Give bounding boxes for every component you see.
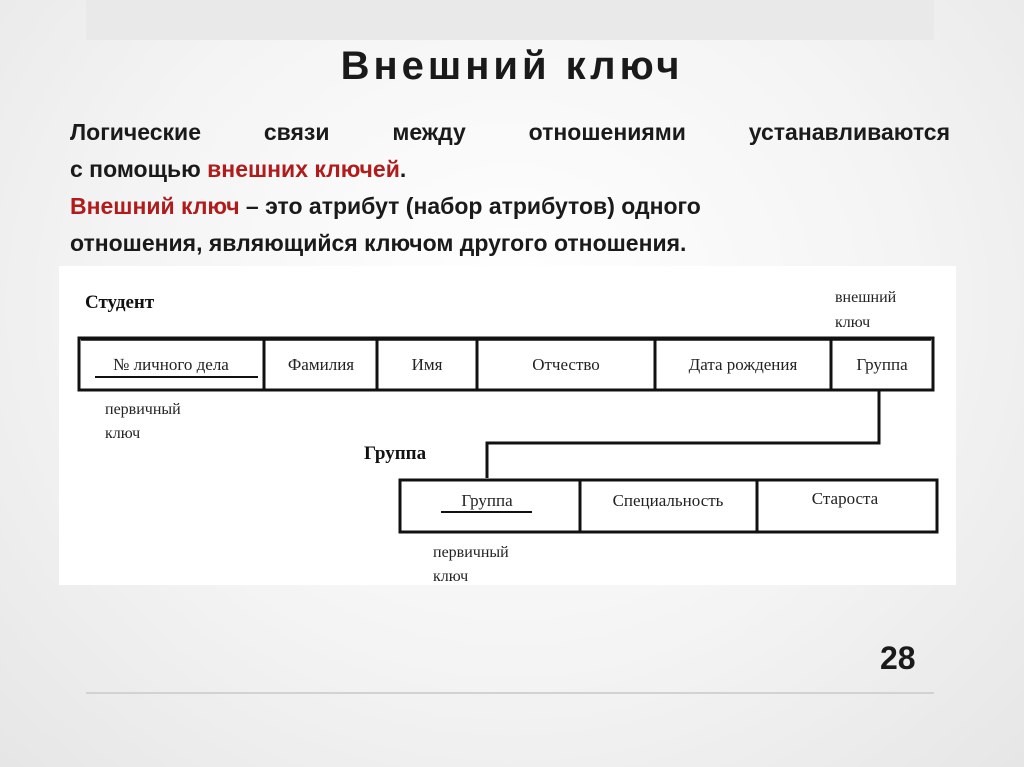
group-table-border bbox=[398, 478, 939, 534]
page-number: 28 bbox=[880, 640, 916, 676]
group-attr-group: Группа bbox=[461, 491, 513, 510]
para2-highlight: Внешний ключ bbox=[70, 193, 240, 219]
relation-diagram: Студент № личного дела Фамилия Имя Отчес… bbox=[59, 266, 956, 585]
student-table: № личного дела Фамилия Имя Отчество Дата… bbox=[77, 336, 935, 392]
foreign-key-connector bbox=[485, 390, 881, 478]
foreign-key-label-line2: ключ bbox=[835, 314, 870, 331]
group-relation-name: Группа bbox=[364, 443, 427, 464]
group-primary-key-label-line1: первичный bbox=[433, 544, 509, 561]
para2-line2: отношения, являющийся ключом другого отн… bbox=[70, 230, 687, 256]
student-relation-name: Студент bbox=[85, 292, 155, 313]
foreign-key-label-line1: внешний bbox=[835, 289, 897, 306]
para2-line1: Внешний ключ – это атрибут (набор атрибу… bbox=[70, 188, 950, 225]
student-attr-record-number: № личного дела bbox=[113, 355, 229, 374]
student-attr-group: Группа bbox=[856, 355, 908, 374]
student-primary-key-label-line1: первичный bbox=[105, 401, 181, 418]
group-primary-key-label-line2: ключ bbox=[433, 568, 468, 585]
student-table-border bbox=[77, 336, 935, 392]
group-attr-monitor: Староста bbox=[812, 489, 879, 508]
group-attr-specialty: Специальность bbox=[613, 491, 724, 510]
student-attr-patronymic: Отчество bbox=[532, 355, 600, 374]
student-attr-birthdate: Дата рождения bbox=[689, 355, 798, 374]
slide-body: Логические связи между отношениями устан… bbox=[70, 114, 950, 262]
para1-line2-pre: с помощью bbox=[70, 156, 208, 182]
para1-highlight: внешних ключей bbox=[207, 156, 400, 182]
student-attr-surname: Фамилия bbox=[288, 355, 354, 374]
para1-line2-post: . bbox=[399, 156, 407, 182]
student-attr-name: Имя bbox=[412, 355, 443, 374]
slide-title: Внешний ключ bbox=[340, 44, 684, 88]
group-table: Группа Специальность Староста bbox=[398, 478, 939, 534]
para2-line1-post: – это атрибут (набор атрибутов) одного bbox=[239, 193, 701, 219]
student-primary-key-label-line2: ключ bbox=[105, 425, 140, 442]
top-band bbox=[86, 0, 934, 40]
para1-line2: с помощью внешних ключей. bbox=[70, 151, 950, 188]
para1-line1: Логические связи между отношениями устан… bbox=[70, 119, 950, 145]
footer-divider bbox=[86, 692, 934, 694]
relation-diagram-svg: Студент № личного дела Фамилия Имя Отчес… bbox=[77, 289, 939, 585]
